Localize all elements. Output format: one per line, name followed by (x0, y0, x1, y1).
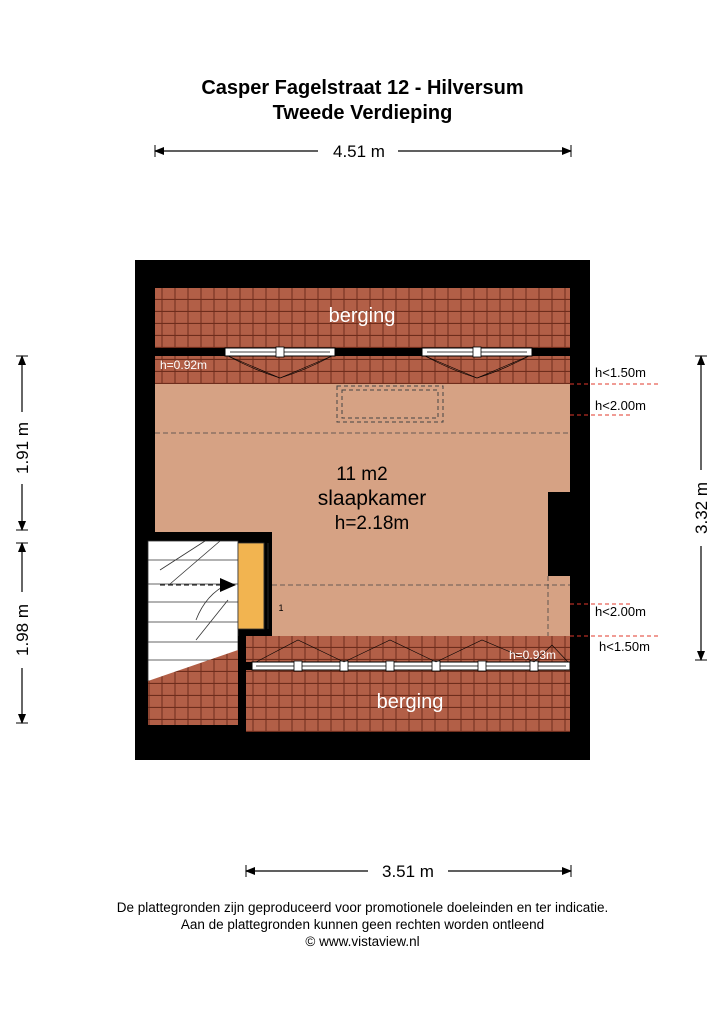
left-lower-label: 1.98 m (13, 604, 32, 656)
storage-bottom-roof (246, 670, 570, 732)
copyright-line: © www.vistaview.nl (305, 934, 420, 949)
dimension-top-width: 4.51 m (154, 142, 572, 161)
bedroom-floor (155, 384, 570, 534)
height-markers: h<1.50m h<2.00m h<2.00m h<1.50m (570, 365, 658, 654)
floor-title: Tweede Verdieping (272, 102, 453, 124)
bedroom-height-label: h=2.18m (335, 513, 409, 534)
stair-landing (237, 542, 265, 630)
height-marker-150-bottom: h<1.50m (599, 639, 650, 654)
right-depth-label: 3.32 m (692, 482, 711, 534)
stair-side-wall (267, 532, 272, 636)
storage-top-label: berging (329, 305, 396, 327)
disclaimer-line-2: Aan de plattegronden kunnen geen rechten… (180, 917, 545, 932)
bottom-knee-height: h=0.93m (509, 648, 556, 662)
address-title: Casper Fagelstraat 12 - Hilversum (201, 77, 524, 99)
stair-roof-slope (148, 650, 238, 681)
top-wall-beam (155, 348, 570, 356)
height-marker-200-bottom: h<2.00m (595, 604, 646, 619)
stair-top-wall (142, 532, 272, 537)
top-knee-height: h=0.92m (160, 358, 207, 372)
chimney-block (548, 492, 570, 576)
bedroom-name-label: slaapkamer (318, 487, 427, 510)
top-width-label: 4.51 m (333, 142, 385, 161)
height-marker-150-top: h<1.50m (595, 365, 646, 380)
stair-step-number: 1 (278, 603, 283, 613)
disclaimer-line-1: De plattegronden zijn geproduceerd voor … (116, 900, 609, 915)
building: 1 (135, 260, 590, 760)
bottom-width-label: 3.51 m (382, 862, 434, 881)
attic-hatch (336, 385, 444, 423)
dimension-left-lower: 1.98 m (13, 542, 32, 724)
dimension-bottom-width: 3.51 m (245, 862, 572, 881)
top-knee-strip (155, 356, 570, 384)
bedroom-area-label: 11 m2 (336, 464, 387, 485)
storage-top-roof (155, 288, 570, 350)
dimension-left-upper: 1.91 m (13, 355, 32, 531)
stair-roof (148, 681, 238, 725)
stair-arrow-head (220, 578, 236, 592)
storage-bottom-label: berging (377, 691, 444, 713)
bottom-skylights (251, 639, 571, 672)
stair-roof-wall (238, 636, 246, 726)
dimension-right-depth: 3.32 m (692, 355, 711, 661)
height-marker-200-top: h<2.00m (595, 398, 646, 413)
top-skylights (224, 346, 533, 379)
left-upper-label: 1.91 m (13, 422, 32, 474)
